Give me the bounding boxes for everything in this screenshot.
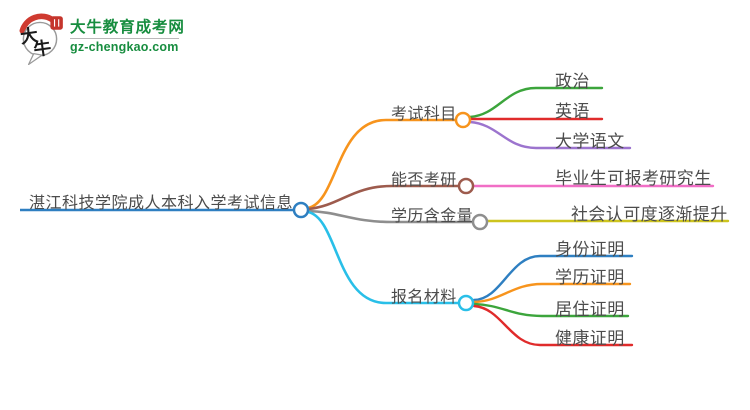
edge-baoming-health [472, 304, 634, 347]
daniu-logo-icon: 大 牛 [19, 13, 63, 65]
branch-postgrad-eligibility: 能否考研 [391, 172, 457, 189]
node-ring-baoming [457, 294, 475, 312]
logo-bubble-tail [27, 52, 43, 65]
node-ring-root [292, 201, 310, 219]
edge-root-kaoyan [306, 184, 461, 211]
leaf-identity-proof: 身份证明 [555, 240, 625, 259]
logo-char-da: 大 [19, 24, 40, 47]
edge-root-baoming [306, 210, 461, 305]
leaf-english: 英语 [555, 102, 590, 121]
leaf-residence-proof: 居住证明 [555, 300, 625, 319]
logo-text-block: 大牛教育成考网 gz-chengkao.com [70, 11, 185, 54]
edge-exam-politics [468, 86, 604, 119]
edge-baoming-residence [472, 302, 630, 318]
leaf-politics: 政治 [555, 72, 590, 91]
leaf-college-chinese: 大学语文 [555, 132, 625, 151]
edge-root-exam [306, 118, 458, 210]
leaf-health-proof: 健康证明 [555, 329, 625, 348]
edge-baoming-id [472, 254, 634, 302]
edge-root-hanjin [306, 209, 475, 224]
node-ring-hanjin [471, 213, 489, 231]
branch-exam-subjects: 考试科目 [391, 106, 457, 123]
logo-seal-marks [53, 19, 60, 27]
logo-divider [70, 38, 179, 40]
leaf-graduates-can-apply: 毕业生可报考研究生 [555, 169, 712, 188]
logo-char-niu: 牛 [32, 36, 53, 59]
site-logo: 大 牛 大牛教育成考网 gz-chengkao.com [14, 11, 185, 65]
logo-red-arc [19, 13, 56, 34]
leaf-education-proof: 学历证明 [555, 268, 625, 287]
edge-baoming-edu [472, 282, 632, 304]
leaf-social-recognition: 社会认可度逐渐提升 [571, 205, 728, 224]
branch-degree-value: 学历含金量 [391, 208, 474, 225]
node-ring-exam [454, 111, 472, 129]
logo-title: 大牛教育成考网 [70, 19, 185, 36]
node-ring-kaoyan [457, 177, 475, 195]
branch-application-materials: 报名材料 [391, 289, 457, 306]
logo-url: gz-chengkao.com [70, 40, 179, 55]
root-node-label: 湛江科技学院成人本科入学考试信息 [29, 195, 294, 212]
edge-exam-chinese [468, 120, 632, 150]
logo-seal [50, 16, 63, 30]
